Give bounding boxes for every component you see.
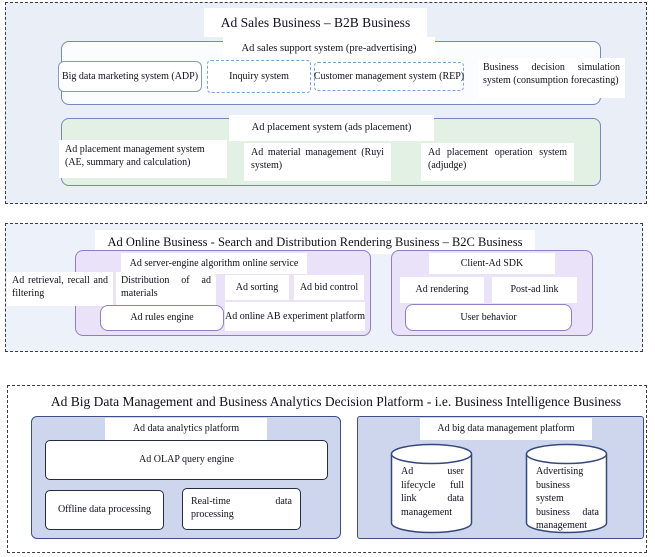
box-ad-placement-operation: Ad placement operation system (adjudge): [421, 143, 574, 181]
ad-placement-title-text: Ad placement system (ads placement): [251, 122, 412, 134]
box-ad-rendering: Ad rendering: [400, 277, 484, 303]
customer-management-label: Customer management system (REP): [313, 70, 465, 82]
cylinder2-label: Advertising business system business dat…: [536, 466, 599, 531]
business-decision-label: Business decision simulation system (con…: [483, 62, 620, 87]
bi-section-title-text: Ad Big Data Management and Business Anal…: [50, 393, 622, 409]
offline-label: Offline data processing: [57, 504, 152, 516]
distribution-label: Distribution of ad materials: [121, 275, 211, 300]
ad-material-management-label: Ad material management (Ruyi system): [251, 147, 384, 172]
box-realtime-data-processing: Real-time data processing: [182, 488, 301, 530]
section-bi: Ad Big Data Management and Business Anal…: [7, 385, 647, 553]
olap-label: Ad OLAP query engine: [139, 454, 234, 466]
box-distribution-of-ad-materials: Distribution of ad materials: [116, 272, 216, 306]
box-offline-data-processing: Offline data processing: [45, 490, 164, 530]
post-ad-link-label: Post-ad link: [510, 284, 559, 296]
box-user-behavior: User behavior: [405, 304, 572, 331]
inquiry-system-label: Inquiry system: [229, 70, 289, 82]
box-ad-olap-query-engine: Ad OLAP query engine: [45, 440, 328, 480]
ad-sorting-label: Ad sorting: [235, 281, 279, 293]
ad-data-analytics-title: Ad data analytics platform: [105, 418, 267, 440]
cylinder-ad-user-lifecycle: Ad user lifecycle full link data managem…: [390, 443, 473, 535]
ad-big-data-management-title-text: Ad big data management platform: [437, 423, 575, 435]
ad-big-data-management-title: Ad big data management platform: [420, 418, 592, 440]
ad-server-engine-title: Ad server-engine algorithm online servic…: [121, 253, 307, 274]
ab-platform-label: Ad online AB experiment platform: [225, 310, 365, 322]
ad-server-engine-title-text: Ad server-engine algorithm online servic…: [129, 257, 299, 269]
box-customer-management-system: Customer management system (REP): [314, 62, 464, 91]
box-ad-material-management: Ad material management (Ruyi system): [244, 143, 391, 181]
ad-placement-operation-label: Ad placement operation system (adjudge): [428, 147, 567, 172]
db-cylinder-icon: [525, 443, 608, 534]
ad-placement-management-label: Ad placement management system (AE, summ…: [65, 144, 205, 169]
box-ad-sorting: Ad sorting: [225, 275, 289, 300]
box-ad-placement-management: Ad placement management system (AE, summ…: [59, 140, 227, 178]
cylinder-advertising-business-data: Advertising business system business dat…: [525, 443, 608, 535]
b2b-section-title: Ad Sales Business – B2B Business: [204, 8, 427, 37]
box-ad-retrieval: Ad retrieval, recall and filtering: [7, 272, 113, 306]
box-ad-rules-engine: Ad rules engine: [100, 305, 224, 331]
section-b2b: Ad Sales Business – B2B Business Ad sale…: [5, 2, 647, 204]
box-inquiry-system: Inquiry system: [207, 60, 311, 93]
db-cylinder-icon: [390, 443, 473, 534]
ad-retrieval-label: Ad retrieval, recall and filtering: [12, 275, 108, 300]
ad-rules-engine-label: Ad rules engine: [130, 312, 194, 324]
bi-section-title: Ad Big Data Management and Business Anal…: [34, 388, 638, 415]
client-ad-sdk-title: Client-Ad SDK: [429, 253, 555, 274]
section-b2c: Ad Online Business - Search and Distribu…: [5, 223, 643, 352]
ad-sales-support-title-text: Ad sales support system (pre-advertising…: [241, 42, 417, 54]
ad-sales-support-title: Ad sales support system (pre-advertising…: [223, 37, 435, 60]
box-big-data-marketing-system: Big data marketing system (ADP): [58, 61, 202, 92]
big-data-marketing-label: Big data marketing system (ADP): [61, 70, 199, 82]
ad-rendering-label: Ad rendering: [415, 284, 469, 296]
ad-placement-title: Ad placement system (ads placement): [229, 115, 434, 141]
ad-bid-control-label: Ad bid control: [299, 281, 359, 293]
box-post-ad-link: Post-ad link: [492, 277, 577, 303]
client-ad-sdk-title-text: Client-Ad SDK: [460, 257, 524, 269]
b2c-section-title: Ad Online Business - Search and Distribu…: [95, 230, 535, 254]
cylinder1-label: Ad user lifecycle full link data managem…: [401, 466, 464, 518]
b2b-section-title-text: Ad Sales Business – B2B Business: [220, 14, 411, 30]
box-business-decision-simulation: Business decision simulation system (con…: [478, 58, 625, 98]
realtime-label: Real-time data processing: [191, 496, 292, 521]
box-ad-bid-control: Ad bid control: [294, 275, 364, 300]
b2c-section-title-text: Ad Online Business - Search and Distribu…: [107, 234, 523, 249]
user-behavior-label: User behavior: [460, 311, 517, 323]
box-ad-online-ab-platform: Ad online AB experiment platform: [225, 302, 365, 331]
ad-data-analytics-title-text: Ad data analytics platform: [132, 423, 240, 435]
